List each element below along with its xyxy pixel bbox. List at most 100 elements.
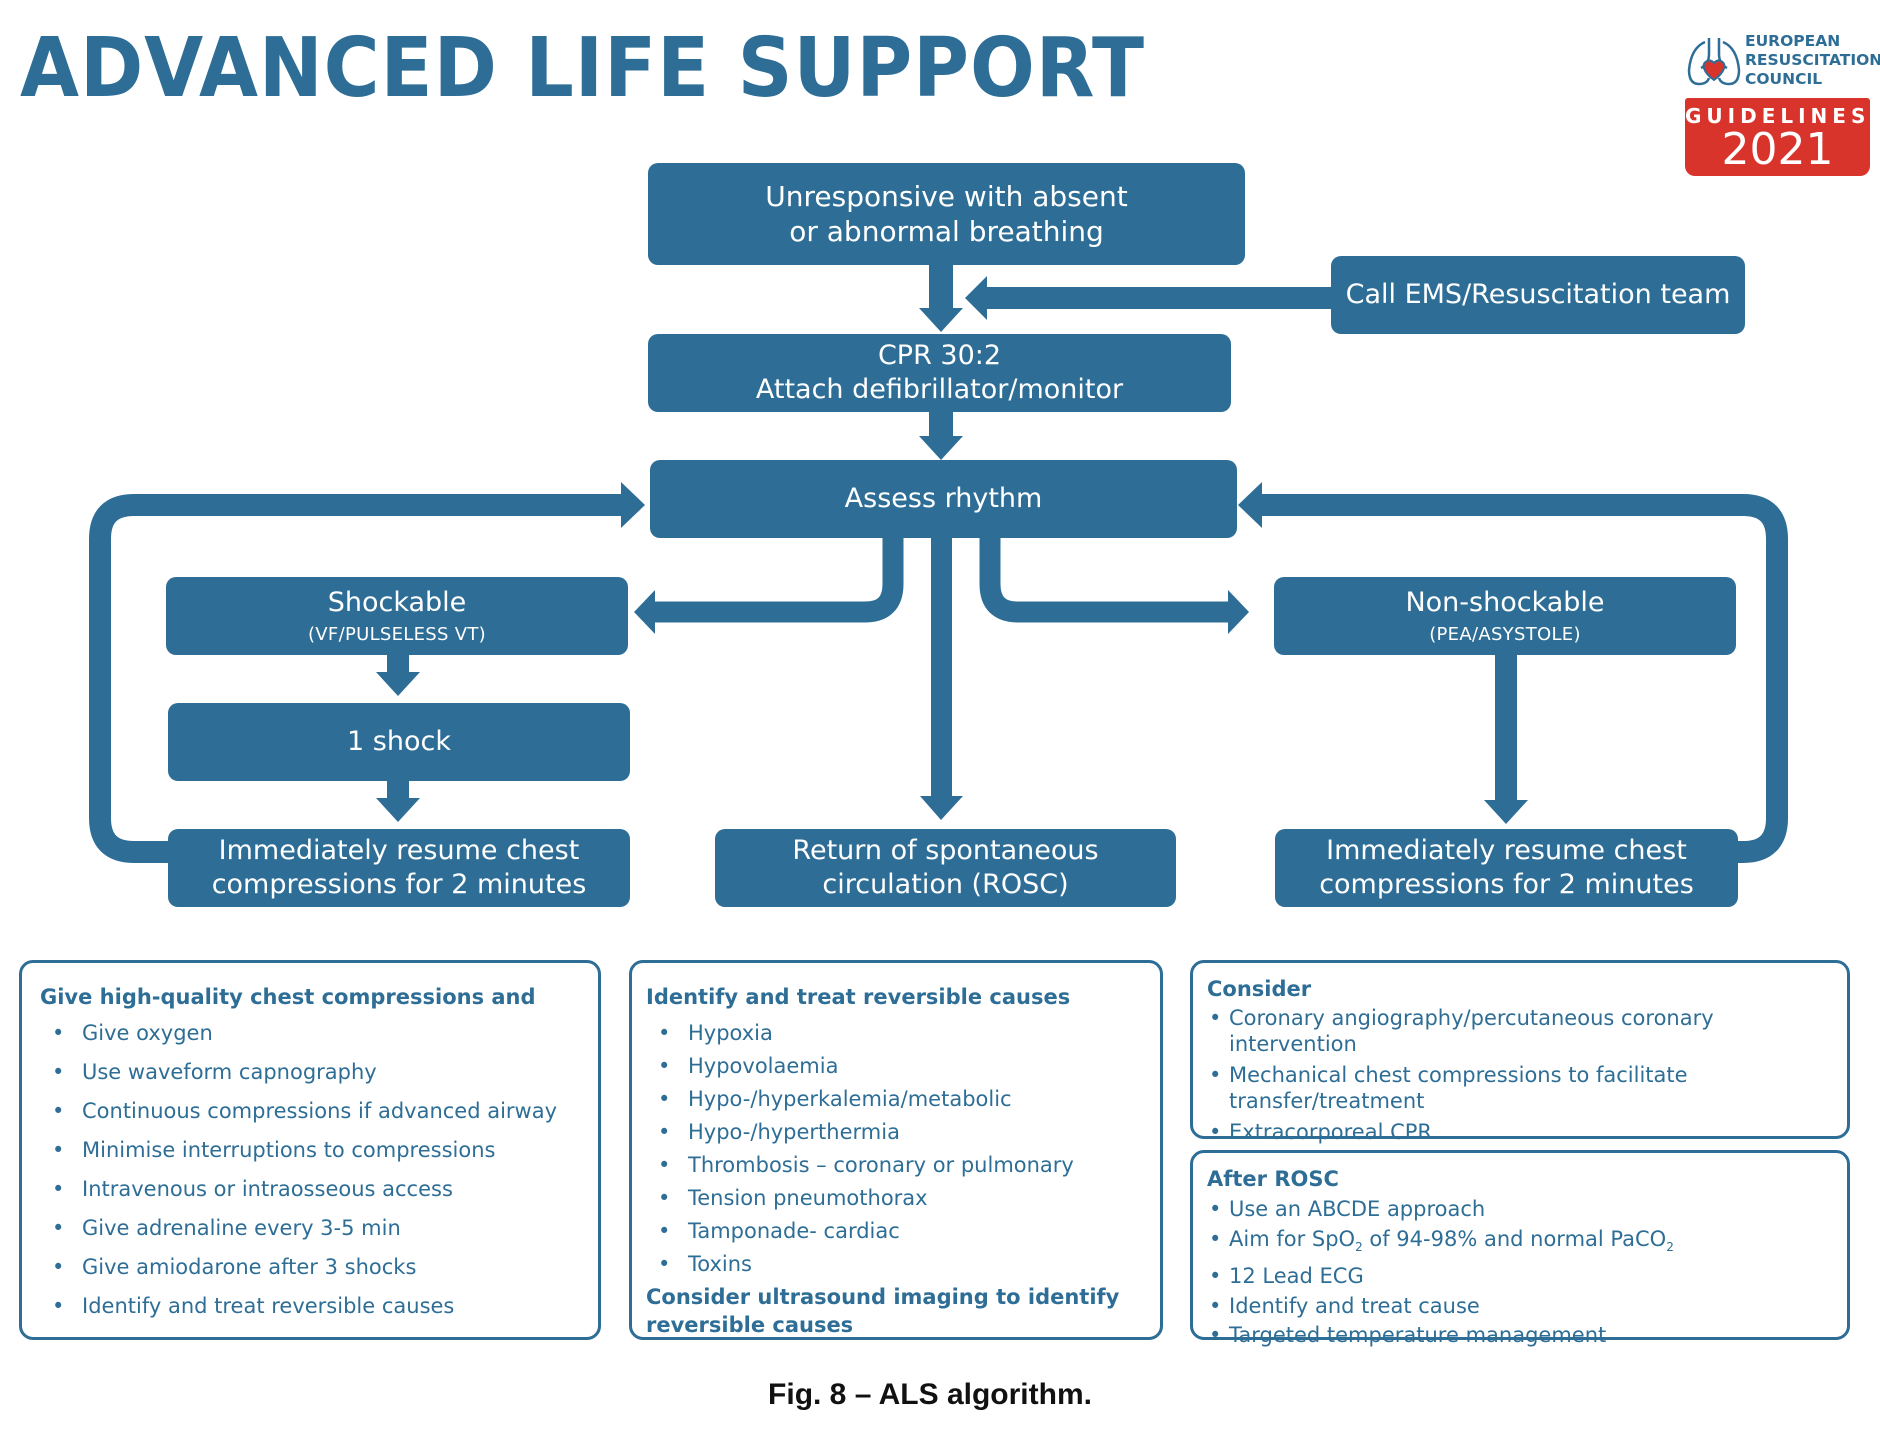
list-item: Give oxygen xyxy=(40,1021,580,1045)
rosc-line1: Return of spontaneous xyxy=(792,835,1099,867)
badge-label: GUIDELINES xyxy=(1685,104,1871,128)
rosc-line2: circulation (ROSC) xyxy=(822,869,1069,900)
arrowhead-to-shockable xyxy=(634,590,655,634)
list-item: 12 Lead ECG xyxy=(1207,1262,1833,1292)
nonshockable-box: Non-shockable (PEA/ASYSTOLE) xyxy=(1274,577,1736,655)
list-item: Mechanical chest compressions to facilit… xyxy=(1207,1062,1833,1114)
branch-right xyxy=(979,536,1232,623)
nonshockable-sublabel: (PEA/ASYSTOLE) xyxy=(1429,623,1581,645)
list-item: Extracorporeal CPR xyxy=(1207,1119,1833,1145)
resume-right-line2: compressions for 2 minutes xyxy=(1319,869,1694,900)
list-item: Thrombosis – coronary or pulmonary xyxy=(646,1149,1146,1182)
figure-caption: Fig. 8 – ALS algorithm. xyxy=(768,1378,1092,1411)
subscript: 2 xyxy=(1666,1239,1674,1254)
list-item: Tamponade- cardiac xyxy=(646,1215,1146,1248)
resume-left-line1: Immediately resume chest xyxy=(218,835,580,867)
arrowhead-start-to-cpr xyxy=(919,308,963,332)
call-ems-box: Call EMS/Resuscitation team xyxy=(1331,256,1745,334)
erc-logo: EUROPEAN RESUSCITATION COUNCIL GUIDELINE… xyxy=(1685,32,1880,177)
start-box: Unresponsive with absent or abnormal bre… xyxy=(648,163,1245,265)
arrowhead-left-loop xyxy=(621,482,645,528)
spo2-text: Aim for SpO xyxy=(1229,1226,1356,1251)
list-item: Use an ABCDE approach xyxy=(1207,1195,1833,1225)
during-cpr-panel: Give high-quality chest compressions and… xyxy=(19,960,601,1340)
panel-heading: Consider xyxy=(1207,977,1312,1001)
logo-org-name: EUROPEAN RESUSCITATION COUNCIL xyxy=(1745,32,1880,89)
lungs-heart-icon xyxy=(1687,38,1741,86)
guidelines-badge: GUIDELINES 2021 xyxy=(1685,98,1870,176)
arrowhead-to-nonshockable xyxy=(1228,590,1249,634)
nonshockable-label: Non-shockable xyxy=(1405,586,1605,618)
arrowhead-right-loop xyxy=(1238,482,1262,528)
arrow-nonshockable-to-resume xyxy=(1495,652,1517,802)
list-item: Targeted temperature management xyxy=(1207,1321,1833,1351)
consider-list: Coronary angiography/percutaneous corona… xyxy=(1207,1005,1833,1145)
branch-left xyxy=(652,536,904,623)
cpr-box: CPR 30:2 Attach defibrillator/monitor xyxy=(648,334,1231,412)
list-item: Toxins xyxy=(646,1248,1146,1281)
arrow-shockable-to-shock xyxy=(387,652,409,674)
arrowhead-assess-to-rosc xyxy=(920,796,963,820)
panel-heading: After ROSC xyxy=(1207,1167,1339,1191)
arrow-start-to-cpr xyxy=(929,262,953,312)
subscript: 2 xyxy=(1355,1239,1363,1254)
logo-line: EUROPEAN xyxy=(1745,32,1841,50)
cpr-line2: Attach defibrillator/monitor xyxy=(755,374,1124,405)
loop-right xyxy=(1259,494,1788,863)
assess-rhythm-label: Assess rhythm xyxy=(844,483,1043,515)
one-shock-box: 1 shock xyxy=(168,703,630,781)
start-line1: Unresponsive with absent xyxy=(765,180,1128,213)
arrowhead-shockable-to-shock xyxy=(376,672,420,696)
badge-year: 2021 xyxy=(1721,124,1834,175)
list-item: Minimise interruptions to compressions xyxy=(40,1138,580,1162)
reversible-causes-list: Hypoxia Hypovolaemia Hypo-/hyperkalemia/… xyxy=(646,1017,1146,1281)
resume-left-line2: compressions for 2 minutes xyxy=(211,869,587,900)
arrowhead-shock-to-resume xyxy=(376,798,420,822)
list-item: Tension pneumothorax xyxy=(646,1182,1146,1215)
logo-line: RESUSCITATION xyxy=(1745,51,1880,69)
panel-heading: Identify and treat reversible causes xyxy=(646,985,1071,1009)
arrowhead-nonshockable-to-resume xyxy=(1484,800,1528,824)
logo-line: COUNCIL xyxy=(1745,70,1823,88)
arrowhead-call-to-main xyxy=(965,276,987,320)
call-ems-label: Call EMS/Resuscitation team xyxy=(1345,279,1731,311)
start-line2: or abnormal breathing xyxy=(789,215,1104,248)
panel-heading: Give high-quality chest compressions and xyxy=(40,985,536,1009)
list-item: Coronary angiography/percutaneous corona… xyxy=(1207,1005,1833,1057)
shockable-box: Shockable (VF/PULSELESS VT) xyxy=(166,577,628,655)
list-item: Hypovolaemia xyxy=(646,1050,1146,1083)
after-rosc-panel: After ROSC Use an ABCDE approach Aim for… xyxy=(1190,1150,1850,1350)
after-rosc-list: Use an ABCDE approach Aim for SpO2 of 94… xyxy=(1207,1195,1833,1351)
list-item: Use waveform capnography xyxy=(40,1060,580,1084)
list-item: Hypo-/hyperkalemia/metabolic xyxy=(646,1083,1146,1116)
resume-right-line1: Immediately resume chest xyxy=(1326,835,1687,867)
shockable-label: Shockable xyxy=(327,586,467,618)
list-item: Hypo-/hyperthermia xyxy=(646,1116,1146,1149)
arrow-call-to-main xyxy=(985,287,1335,309)
list-item-spo2: Aim for SpO2 of 94-98% and normal PaCO2 xyxy=(1207,1225,1833,1263)
one-shock-label: 1 shock xyxy=(347,726,451,758)
page-title: ADVANCED LIFE SUPPORT xyxy=(20,21,1145,116)
reversible-causes-panel: Identify and treat reversible causes Hyp… xyxy=(629,960,1163,1340)
arrowhead-cpr-to-assess xyxy=(919,436,963,460)
arrow-shock-to-resume xyxy=(387,778,409,800)
list-item: Intravenous or intraosseous access xyxy=(40,1177,580,1201)
panel-footer: Consider ultrasound imaging to identify … xyxy=(646,1285,1120,1337)
list-item: Identify and treat reversible causes xyxy=(40,1294,580,1318)
list-item: Give amiodarone after 3 shocks xyxy=(40,1255,580,1279)
shockable-sublabel: (VF/PULSELESS VT) xyxy=(307,623,487,645)
rosc-box: Return of spontaneous circulation (ROSC) xyxy=(715,829,1176,907)
paco2-text: of 94-98% and normal PaCO xyxy=(1362,1226,1667,1251)
list-item: Identify and treat cause xyxy=(1207,1292,1833,1322)
during-cpr-list: Give oxygen Use waveform capnography Con… xyxy=(40,1021,580,1318)
cpr-line1: CPR 30:2 xyxy=(877,340,1002,372)
consider-panel: Consider Coronary angiography/percutaneo… xyxy=(1190,960,1850,1145)
arrow-assess-to-rosc xyxy=(931,536,952,798)
list-item: Continuous compressions if advanced airw… xyxy=(40,1099,580,1123)
resume-compressions-right-box: Immediately resume chest compressions fo… xyxy=(1275,829,1738,907)
list-item: Hypoxia xyxy=(646,1017,1146,1050)
loop-left xyxy=(89,494,624,863)
resume-compressions-left-box: Immediately resume chest compressions fo… xyxy=(168,829,630,907)
list-item: Give adrenaline every 3-5 min xyxy=(40,1216,580,1240)
